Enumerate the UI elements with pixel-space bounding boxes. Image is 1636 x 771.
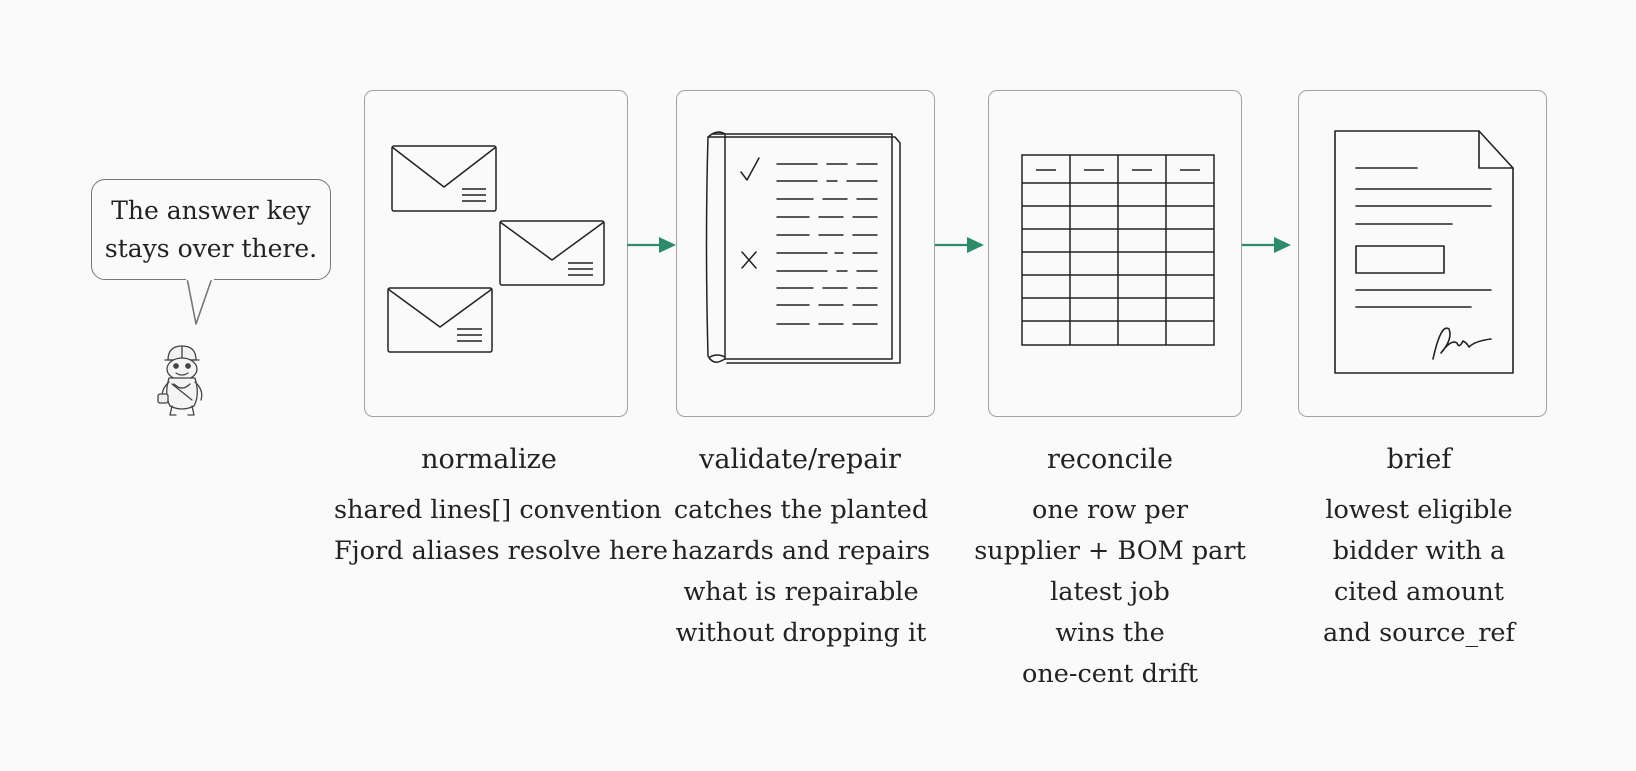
panel-brief [1298, 90, 1547, 417]
step-title-reconcile: reconcile [1046, 444, 1174, 475]
arrow-right-icon [1242, 237, 1291, 253]
speech-bubble: The answer key stays over there. [91, 179, 331, 280]
step-desc-line: shared lines[] convention [334, 495, 662, 525]
step-desc-line: latest job [1050, 577, 1170, 607]
step-desc-line: cited amount [1333, 577, 1505, 607]
step-desc-line: without dropping it [675, 618, 927, 648]
step-desc-line: one row per [1031, 495, 1189, 525]
table-grid-icon [1021, 154, 1215, 346]
panel-reconcile [988, 90, 1242, 417]
step-desc-line: hazards and repairs [671, 536, 931, 566]
speech-bubble-tail [186, 278, 214, 325]
step-desc-line: and source_ref [1323, 618, 1515, 648]
checklist-book-icon [705, 131, 901, 364]
frog-mascot-icon [157, 345, 203, 416]
arrow-right-icon [627, 237, 676, 253]
panel-normalize [364, 90, 628, 417]
signed-document-icon [1334, 130, 1514, 374]
step-desc-validate-repair: catches the planted hazards and repairs … [660, 490, 942, 654]
arrow-right-icon [935, 237, 984, 253]
step-desc-line: what is repairable [683, 577, 919, 607]
step-desc-line: supplier + BOM part [974, 536, 1246, 566]
step-desc-line: wins the [1055, 618, 1165, 648]
step-desc-line: catches the planted [673, 495, 929, 525]
step-title-normalize: normalize [421, 444, 557, 475]
envelopes-icon [387, 145, 605, 353]
speech-line-1: The answer key [111, 195, 311, 225]
step-desc-reconcile: one row per supplier + BOM part latest j… [960, 490, 1260, 695]
speech-line-2: stays over there. [104, 233, 318, 263]
step-desc-line: one-cent drift [1022, 659, 1198, 689]
panel-validate-repair [676, 90, 935, 417]
step-desc-line: bidder with a [1332, 536, 1506, 566]
step-desc-line: Fjord aliases resolve here [334, 536, 668, 566]
step-desc-line: lowest eligible [1325, 495, 1513, 525]
step-desc-brief: lowest eligible bidder with a cited amou… [1288, 490, 1550, 654]
step-title-validate-repair: validate/repair [699, 444, 901, 475]
step-title-brief: brief [1386, 444, 1452, 475]
step-desc-normalize: shared lines[] convention Fjord aliases … [334, 490, 668, 572]
